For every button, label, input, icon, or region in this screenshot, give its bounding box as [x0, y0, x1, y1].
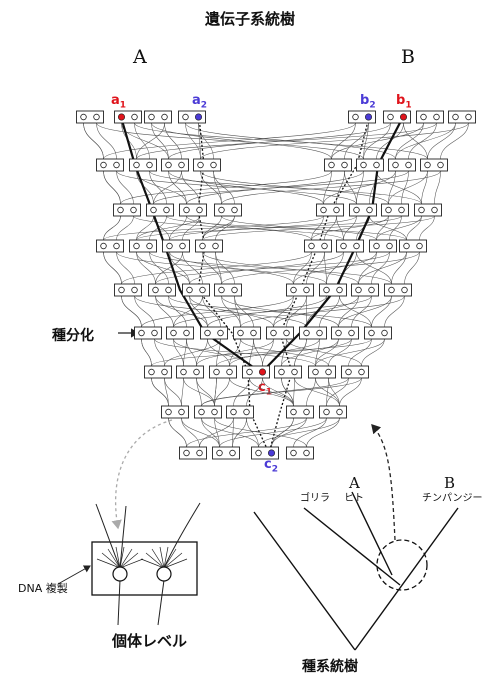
- generation-box: [349, 203, 377, 217]
- generation-box: [214, 203, 242, 217]
- zoom-arrow-gene-tree: [371, 424, 396, 541]
- generation-box: [214, 283, 242, 297]
- diagram-title: 遺伝子系統樹: [204, 10, 295, 28]
- zoom-circle: [376, 539, 428, 591]
- generation-box: [129, 158, 157, 172]
- panel-label-a: A: [133, 46, 147, 68]
- generation-box: [161, 158, 189, 172]
- generation-box: [233, 326, 261, 340]
- generation-box: [319, 405, 347, 419]
- generation-box: [356, 158, 384, 172]
- generation-box: [179, 446, 207, 460]
- generation-box: [194, 405, 222, 419]
- label-b1: b1: [396, 93, 412, 111]
- generation-box: [364, 326, 392, 340]
- generation-box: [351, 283, 379, 297]
- generation-box: [304, 239, 332, 253]
- generation-box: [336, 239, 364, 253]
- generation-box: [420, 158, 448, 172]
- taxon-chimp-label: チンパンジー: [422, 493, 483, 504]
- label-b2: b2: [360, 93, 376, 111]
- generation-box: [331, 326, 359, 340]
- generation-box: [129, 239, 157, 253]
- generation-box: [146, 203, 174, 217]
- taxon-a-label: A: [349, 474, 360, 492]
- speciation-label: 種分化: [52, 328, 94, 344]
- generation-box: [212, 446, 240, 460]
- gene-a2-dot: [195, 113, 203, 121]
- generation-box: [200, 326, 228, 340]
- generation-box: [341, 365, 369, 379]
- generation-box: [324, 158, 352, 172]
- individual-level-box: [91, 502, 201, 626]
- generation-box: [381, 203, 409, 217]
- generation-box: [176, 365, 204, 379]
- generation-box: [195, 239, 223, 253]
- panel-label-b: B: [401, 46, 415, 68]
- generation-box: [162, 239, 190, 253]
- generation-boxes: [76, 110, 476, 460]
- generation-box: [166, 326, 194, 340]
- generation-box: [161, 405, 189, 419]
- generation-box: [399, 239, 427, 253]
- generation-box: [148, 283, 176, 297]
- generation-box: [193, 158, 221, 172]
- gene-b1-dot: [399, 113, 407, 121]
- taxon-b-label: B: [444, 474, 456, 492]
- label-c2: c2: [264, 457, 278, 475]
- generation-box: [114, 283, 142, 297]
- generation-box: [448, 110, 476, 124]
- generation-box: [316, 203, 344, 217]
- highlighted-genes: [118, 113, 407, 457]
- generation-box: [179, 203, 207, 217]
- individual-level-label: 個体レベル: [112, 632, 188, 650]
- dna-arrow: [57, 565, 91, 585]
- generation-box: [286, 283, 314, 297]
- label-a2: a2: [192, 93, 208, 111]
- generation-box: [144, 365, 172, 379]
- generation-box: [384, 283, 412, 297]
- generation-box: [113, 203, 141, 217]
- taxon-gorilla-label: ゴリラ: [300, 493, 330, 504]
- generation-box: [209, 365, 237, 379]
- generation-box: [416, 110, 444, 124]
- gene-c1-dot: [258, 368, 266, 376]
- generation-box: [388, 158, 416, 172]
- generation-box: [96, 158, 124, 172]
- species-tree: [253, 491, 459, 651]
- generation-box: [299, 326, 327, 340]
- generation-box: [286, 405, 314, 419]
- generation-box: [96, 239, 124, 253]
- generation-box: [274, 365, 302, 379]
- generation-box: [226, 405, 254, 419]
- gene-a1-dot: [118, 113, 126, 121]
- generation-box: [266, 326, 294, 340]
- gene-c2-dot: [267, 449, 275, 457]
- species-tree-label: 種系統樹: [302, 659, 358, 675]
- generation-box: [369, 239, 397, 253]
- label-a1: a1: [111, 93, 127, 111]
- generation-box: [308, 365, 336, 379]
- generation-box: [144, 110, 172, 124]
- zoom-arrow-individual: [111, 419, 173, 530]
- generation-box: [76, 110, 104, 124]
- gene-b2-dot: [364, 113, 372, 121]
- generation-box: [286, 446, 314, 460]
- generation-box: [319, 283, 347, 297]
- dna-replication-label: DNA 複製: [18, 582, 68, 595]
- generation-box: [134, 326, 162, 340]
- generation-box: [182, 283, 210, 297]
- generation-box: [414, 203, 442, 217]
- taxon-human-label: ヒト: [344, 493, 364, 504]
